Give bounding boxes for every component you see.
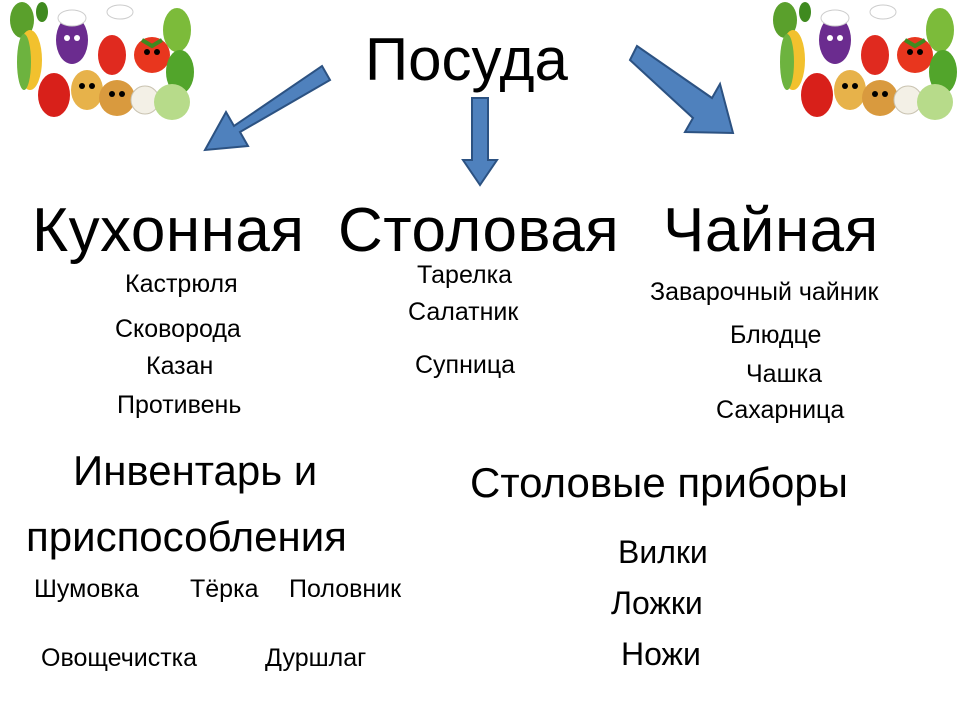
list-item: Чашка [746,360,823,388]
list-item: Салатник [408,298,519,326]
heading-tea: Чайная [663,196,879,265]
list-item: Блюдце [730,321,822,349]
heading-kitchen: Кухонная [32,196,305,265]
list-item: Сковорода [115,315,241,343]
list-item: Кастрюля [125,270,238,298]
heading-inventory-line2: приспособления [26,513,347,560]
heading-inventory-line1: Инвентарь и [73,447,318,494]
list-item: Ложки [611,585,703,621]
list-item: Сахарница [716,396,845,424]
heading-table: Столовая [338,196,620,265]
list-item: Супница [415,351,516,379]
arrow-down [461,97,499,187]
list-item: Тарелка [417,261,513,289]
list-item: Овощечистка [41,644,198,672]
list-item: Заварочный чайник [650,278,879,306]
page-title: Посуда [365,26,568,93]
vegetables-cartoon-icon [10,2,194,120]
vegetables-cartoon-icon [773,2,957,120]
arrow-left [203,64,332,152]
heading-cutlery: Столовые приборы [470,459,848,506]
list-item: Тёрка [190,575,259,603]
list-item: Вилки [618,534,708,570]
list-item: Половник [289,575,402,603]
list-item: Шумовка [34,575,139,603]
list-item: Противень [117,391,242,419]
list-item: Дуршлаг [265,644,367,672]
arrow-right [628,44,735,135]
list-item: Ножи [621,636,701,672]
list-item: Казан [146,352,214,380]
